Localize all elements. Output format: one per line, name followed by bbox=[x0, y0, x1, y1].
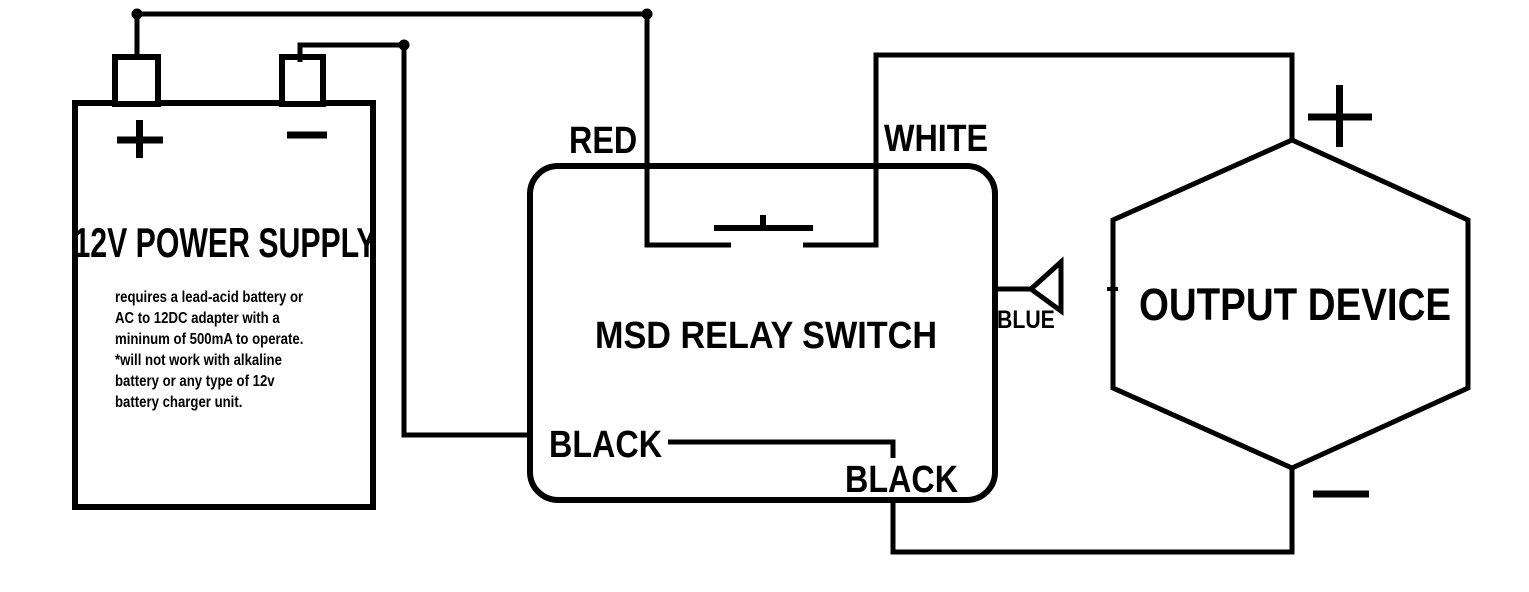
power-supply-title: 12V POWER SUPPLY bbox=[73, 219, 377, 266]
black-out-wire bbox=[890, 468, 1295, 555]
wire-label-blue: BLUE bbox=[997, 306, 1055, 334]
note-line: battery charger unit. bbox=[115, 394, 243, 411]
power-supply-box bbox=[72, 100, 376, 510]
wire-label-black-in: BLACK bbox=[549, 424, 663, 466]
power-supply-note: requires a lead-acid battery or AC to 12… bbox=[115, 287, 303, 413]
note-line: AC to 12DC adapter with a bbox=[115, 310, 280, 327]
battery-positive-terminal bbox=[112, 54, 161, 107]
relay-contact-icon bbox=[714, 215, 813, 231]
black-link-wire bbox=[668, 439, 896, 458]
wire-label-red: RED bbox=[568, 120, 637, 162]
junction-dot bbox=[131, 8, 143, 20]
note-line: *will not work with alkaline bbox=[115, 352, 282, 369]
junction-dot bbox=[641, 8, 653, 20]
relay-switch-box bbox=[527, 163, 998, 503]
output-plus-icon bbox=[1308, 85, 1372, 147]
note-line: battery or any type of 12v bbox=[115, 373, 275, 390]
relay-title: MSD RELAY SWITCH bbox=[594, 315, 938, 357]
battery-negative-terminal bbox=[279, 54, 326, 107]
blue-arrowhead-icon bbox=[1027, 256, 1064, 316]
wire-label-white: WHITE bbox=[884, 118, 989, 160]
output-device-title: OUTPUT DEVICE bbox=[1138, 279, 1452, 330]
battery-plus-icon bbox=[117, 120, 163, 158]
note-line: requires a lead-acid battery or bbox=[115, 289, 304, 306]
junction-dot bbox=[398, 39, 410, 51]
wire-label-black-out: BLACK bbox=[845, 459, 959, 501]
white-wire bbox=[803, 52, 1295, 248]
note-line: mininum of 500mA to operate. bbox=[115, 331, 304, 348]
